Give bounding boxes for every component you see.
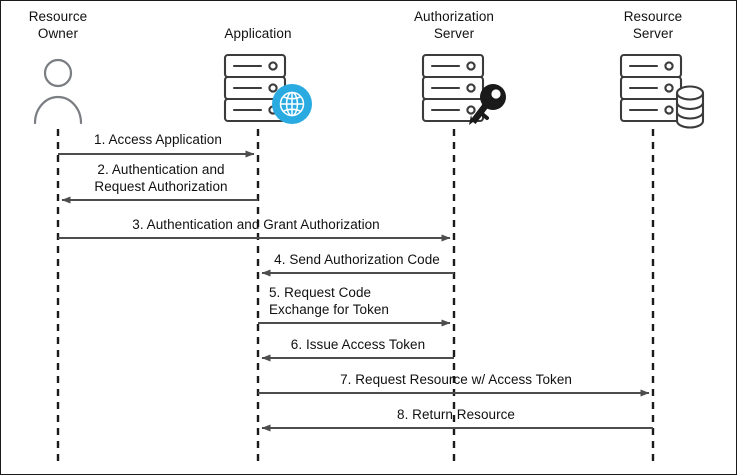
message-label-1: 1. Access Application bbox=[94, 132, 222, 147]
lifelines bbox=[56, 129, 655, 461]
message-label-7: 7. Request Resource w/ Access Token bbox=[340, 372, 572, 387]
database-icon bbox=[675, 85, 705, 129]
globe-icon bbox=[272, 84, 312, 124]
message-label-3: 3. Authentication and Grant Authorizatio… bbox=[132, 217, 380, 232]
message-label-5: 5. Request Code Exchange for Token bbox=[269, 285, 389, 318]
person-icon bbox=[33, 58, 83, 125]
message-label-8: 8. Return Resource bbox=[397, 407, 515, 422]
actor-label-resource-owner: Resource Owner bbox=[28, 9, 88, 41]
actor-label-application: Application bbox=[224, 26, 292, 41]
message-label-4: 4. Send Authorization Code bbox=[274, 252, 440, 267]
actor-label-authorization-server: Authorization Server bbox=[413, 9, 495, 41]
message-label-6: 6. Issue Access Token bbox=[290, 337, 426, 352]
actor-label-resource-server: Resource Server bbox=[623, 9, 683, 41]
message-label-2: 2. Authentication and Request Authorizat… bbox=[94, 162, 228, 195]
server-rack-icon bbox=[619, 53, 683, 123]
key-icon bbox=[469, 84, 506, 125]
server-rack-icon bbox=[421, 53, 485, 123]
